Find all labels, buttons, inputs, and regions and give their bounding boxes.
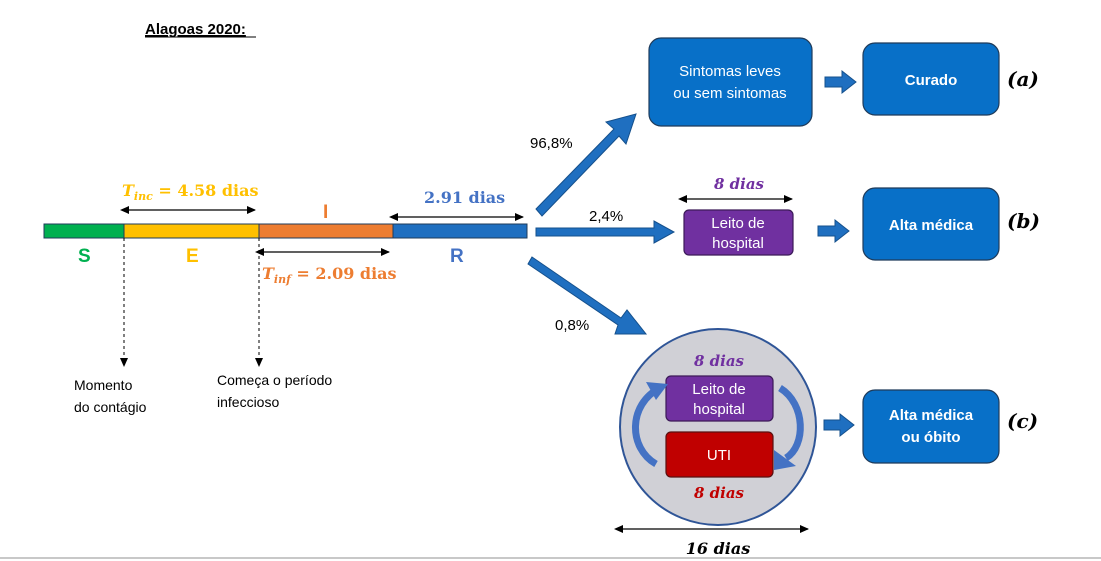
cured-label: Curado: [905, 72, 958, 89]
tag-c: (c): [1007, 409, 1038, 433]
percent-c: 0,8%: [555, 317, 589, 334]
stage-i-bar: [258, 223, 394, 239]
discharge-c-line2: ou óbito: [901, 429, 960, 446]
contact-annotation-2: do contágio: [74, 399, 147, 415]
hospital-bed-c-line2: hospital: [693, 401, 745, 418]
hospital-bed-box-c: [665, 375, 774, 422]
cycle-arrow-right: [777, 385, 804, 461]
hospital-bed-b-line2: hospital: [712, 235, 764, 252]
mild-symptoms-line2: ou sem sintomas: [673, 85, 786, 102]
icu-label: UTI: [707, 447, 731, 464]
hospital-bed-box-b: [683, 209, 794, 256]
stage-e-bar: [123, 223, 260, 239]
stage-i-label: I: [323, 202, 328, 223]
mild-symptoms-line1: Sintomas leves: [679, 63, 781, 80]
page-title: Alagoas 2020:: [145, 21, 246, 38]
contact-annotation: Momento: [74, 377, 133, 393]
total-days-label: 16 dias: [686, 539, 750, 558]
branch-c-days-bottom: 8 dias: [694, 484, 745, 502]
arrow-branch-c: [527, 256, 648, 335]
tag-a: (a): [1007, 67, 1039, 91]
infectious-annotation: Começa o período: [217, 372, 332, 388]
discharge-c-line1: Alta médica: [889, 407, 974, 424]
percent-b: 2,4%: [589, 208, 623, 225]
stage-s-label: S: [78, 246, 91, 267]
arrow-branch-b: [535, 220, 676, 244]
cured-box: [862, 42, 1000, 116]
cycle-arrow-left: [632, 384, 662, 468]
t-inc-label: Tinc = 4.58 dias: [122, 181, 259, 203]
hospital-bed-c-line1: Leito de: [692, 381, 745, 398]
infectious-annotation-2: infeccioso: [217, 394, 279, 410]
arrow-c-small: [823, 412, 855, 438]
arrow-branch-a: [535, 113, 637, 217]
r-duration-label: 2.91 dias: [424, 188, 505, 207]
stage-s-bar: [43, 223, 125, 239]
hospital-bed-b-line1: Leito de: [711, 215, 764, 232]
percent-a: 96,8%: [530, 135, 573, 152]
arrow-a-small: [824, 69, 857, 95]
discharge-box-b: [862, 187, 1000, 261]
icu-box: [665, 431, 774, 478]
discharge-box-c: [862, 389, 1000, 464]
stage-r-label: R: [450, 246, 464, 267]
stage-r-bar: [392, 223, 528, 239]
t-inf-label: Tinf = 2.09 dias: [262, 264, 397, 286]
stage-e-label: E: [186, 246, 199, 267]
branch-c-days-top: 8 dias: [694, 352, 745, 370]
branch-b-days: 8 dias: [714, 175, 765, 193]
tag-b: (b): [1007, 209, 1040, 233]
discharge-b-label: Alta médica: [889, 217, 974, 234]
arrow-b-small: [817, 218, 850, 244]
mild-symptoms-box: [648, 37, 813, 127]
